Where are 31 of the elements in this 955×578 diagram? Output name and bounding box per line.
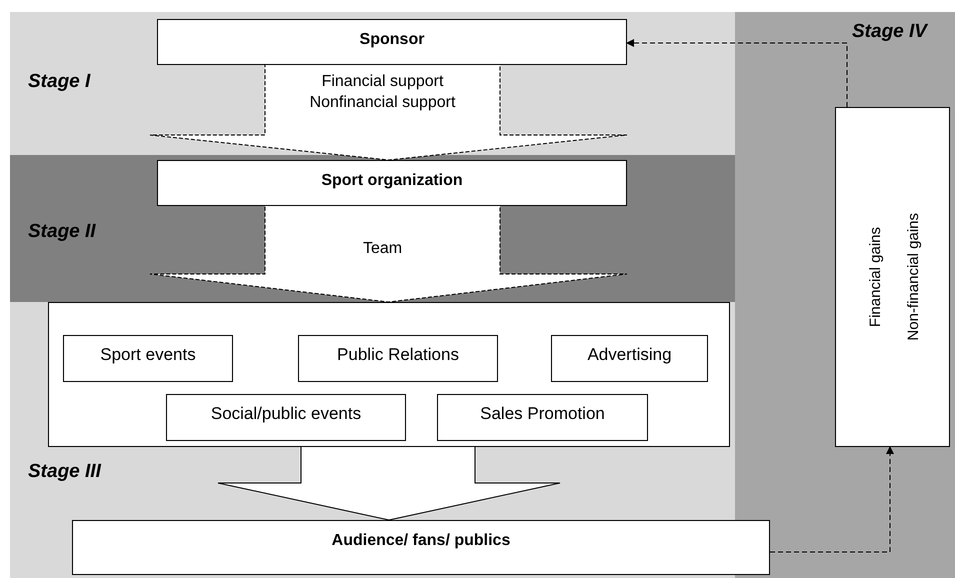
process-box: [166, 394, 406, 441]
box-label: Non-financial gains: [904, 213, 920, 341]
arrow: [626, 39, 848, 108]
block-arrow: [150, 64, 628, 160]
process-box: [72, 520, 770, 575]
stage-label: Stage III: [28, 460, 101, 484]
box-label: Public Relations: [337, 344, 459, 366]
box-label: Social/public events: [210, 403, 362, 425]
process-box: [63, 335, 233, 382]
box-label: Sales Promotion: [480, 403, 605, 425]
stage-label: Stage II: [28, 220, 96, 244]
box-label: Financial gains: [866, 226, 882, 328]
edge-label: Team: [362, 239, 404, 259]
process-box: [437, 394, 648, 441]
box-label: Sport events: [100, 344, 196, 366]
process-box: [157, 19, 627, 65]
arrow: [770, 446, 894, 552]
block-arrow: [218, 446, 560, 521]
box-label: Sport organization: [321, 171, 463, 191]
group-box: [48, 302, 730, 447]
process-box: [298, 335, 498, 382]
box-label: Audience/ fans/ publics: [332, 531, 510, 551]
box-label: Sponsor: [360, 30, 424, 50]
box-label: Advertising: [587, 344, 672, 366]
edge-label: Financial support Nonfinancial support: [308, 72, 456, 113]
process-box: [835, 107, 950, 447]
stage-label: Stage I: [28, 70, 90, 94]
process-box: [551, 335, 708, 382]
stage-label: Stage IV: [852, 20, 927, 44]
block-arrow: [150, 204, 628, 302]
process-box: [157, 160, 627, 206]
